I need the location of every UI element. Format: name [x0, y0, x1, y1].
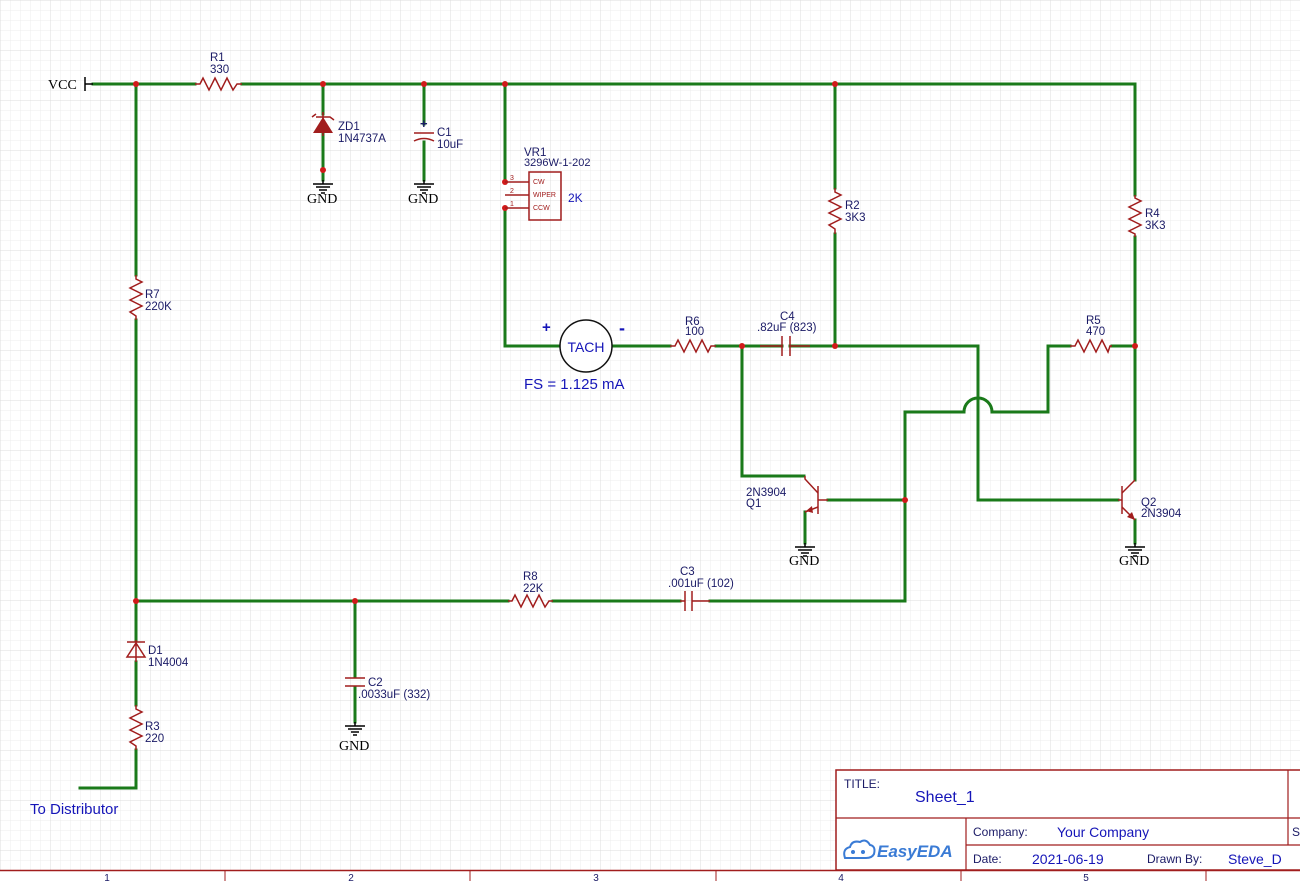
- r1-ref: R1: [210, 52, 225, 64]
- resistor-r5[interactable]: R5 470: [1070, 315, 1112, 354]
- tach-label: TACH: [567, 339, 604, 355]
- resistor-r4[interactable]: R4 3K3: [1127, 195, 1165, 237]
- d1-value: 1N4004: [148, 657, 189, 669]
- c3-value: .001uF (102): [668, 578, 734, 590]
- r3-ref: R3: [145, 721, 160, 733]
- capacitor-c1[interactable]: + C1 10uF: [413, 116, 463, 151]
- sheet-edge-label: S: [1292, 825, 1300, 839]
- r1-value: 330: [210, 64, 229, 76]
- sheet-border: 1 2 3 4 5: [0, 869, 1300, 881]
- resistor-r7[interactable]: R7 220K: [128, 275, 172, 320]
- date-value: 2021-06-19: [1032, 851, 1104, 867]
- r8-value: 22K: [523, 583, 544, 595]
- gnd-q1: GND: [789, 543, 819, 569]
- title-label: TITLE:: [844, 777, 880, 791]
- zener-zd1[interactable]: ZD1 1N4737A: [311, 112, 386, 173]
- easyeda-logo-text: EasyEDA: [877, 842, 953, 861]
- border-col-3: 3: [593, 873, 599, 881]
- date-label: Date:: [973, 852, 1002, 866]
- diode-d1[interactable]: D1 1N4004: [125, 640, 189, 669]
- drawn-by-label: Drawn By:: [1147, 852, 1202, 866]
- title-block: TITLE: Sheet_1 Company: Your Company Dat…: [835, 769, 1300, 871]
- vr1-ref: VR1: [524, 147, 546, 159]
- gnd-c1: GND: [408, 180, 438, 207]
- c4-ref: C4: [780, 311, 795, 323]
- to-distributor-note: To Distributor: [30, 801, 118, 818]
- svg-text:GND: GND: [339, 739, 369, 754]
- transistor-q2[interactable]: Q2 2N3904: [1118, 479, 1182, 521]
- gnd-q2: GND: [1119, 543, 1149, 569]
- c1-value: 10uF: [437, 139, 463, 151]
- easyeda-logo: EasyEDA: [843, 839, 953, 861]
- zd1-ref: ZD1: [338, 121, 360, 133]
- company-label: Company:: [973, 825, 1028, 839]
- zd1-value: 1N4737A: [338, 133, 386, 145]
- r2-ref: R2: [845, 200, 860, 212]
- r6-ref: R6: [685, 316, 700, 328]
- junction-nodes: [133, 81, 1138, 604]
- transistor-q1[interactable]: 2N3904 Q1: [746, 476, 828, 514]
- svg-text:2: 2: [510, 188, 514, 195]
- border-col-1: 1: [104, 873, 110, 881]
- q1-value: 2N3904: [746, 487, 787, 499]
- resistor-r3[interactable]: R3 220: [128, 705, 164, 750]
- svg-text:GND: GND: [1119, 554, 1149, 569]
- border-col-2: 2: [348, 873, 354, 881]
- tach-minus: -: [619, 318, 625, 338]
- gnd-zd1: GND: [307, 180, 337, 207]
- drawn-by-value: Steve_D: [1228, 851, 1282, 867]
- company-name: Your Company: [1057, 824, 1149, 840]
- resistor-r6[interactable]: R6 100: [670, 316, 716, 354]
- capacitor-c3[interactable]: C3 .001uF (102): [668, 566, 734, 611]
- r5-ref: R5: [1086, 315, 1101, 327]
- svg-text:CW: CW: [533, 179, 545, 186]
- c3-ref: C3: [680, 566, 695, 578]
- vcc-label: VCC: [48, 78, 77, 93]
- gnd-c2: GND: [339, 722, 369, 754]
- capacitor-c2[interactable]: C2 .0033uF (332): [345, 677, 430, 701]
- c1-ref: C1: [437, 127, 452, 139]
- resistor-r2[interactable]: R2 3K3: [827, 188, 865, 234]
- svg-text:GND: GND: [408, 192, 438, 207]
- border-col-5: 5: [1083, 873, 1089, 881]
- resistor-r8[interactable]: R8 22K: [508, 571, 553, 609]
- r6-value: 100: [685, 326, 704, 338]
- tach-meter[interactable]: TACH + - FS = 1.125 mA: [524, 318, 625, 393]
- border-col-4: 4: [838, 873, 844, 881]
- trimpot-vr1[interactable]: VR1 3296W-1-202 2K 3 2 1 CW WIPER CCW: [505, 147, 590, 221]
- vcc-port: VCC: [48, 77, 93, 93]
- svg-text:GND: GND: [789, 554, 819, 569]
- c1-polarity: +: [420, 116, 428, 131]
- svg-text:GND: GND: [307, 192, 337, 207]
- svg-text:WIPER: WIPER: [533, 192, 556, 199]
- q2-value: 2N3904: [1141, 508, 1182, 520]
- svg-text:3: 3: [510, 175, 514, 182]
- tach-fullscale: FS = 1.125 mA: [524, 376, 624, 393]
- r7-ref: R7: [145, 289, 160, 301]
- r4-ref: R4: [1145, 208, 1160, 220]
- q2-ref: Q2: [1141, 497, 1156, 509]
- r5-value: 470: [1086, 326, 1105, 338]
- resistor-r1[interactable]: R1 330: [195, 52, 242, 92]
- tach-plus: +: [542, 319, 551, 336]
- r2-value: 3K3: [845, 212, 865, 224]
- c2-value: .0033uF (332): [358, 689, 430, 701]
- r4-value: 3K3: [1145, 220, 1165, 232]
- c2-ref: C2: [368, 677, 383, 689]
- vr1-part: 3296W-1-202: [524, 157, 590, 169]
- capacitor-c4[interactable]: C4 .82uF (823): [757, 311, 817, 356]
- c4-value: .82uF (823): [757, 322, 817, 334]
- r3-value: 220: [145, 733, 164, 745]
- r8-ref: R8: [523, 571, 538, 583]
- r7-value: 220K: [145, 301, 172, 313]
- svg-text:1: 1: [510, 201, 514, 208]
- sheet-title: Sheet_1: [915, 789, 975, 806]
- q1-ref: Q1: [746, 498, 761, 510]
- svg-text:CCW: CCW: [533, 205, 550, 212]
- d1-ref: D1: [148, 645, 163, 657]
- vr1-value: 2K: [568, 191, 583, 205]
